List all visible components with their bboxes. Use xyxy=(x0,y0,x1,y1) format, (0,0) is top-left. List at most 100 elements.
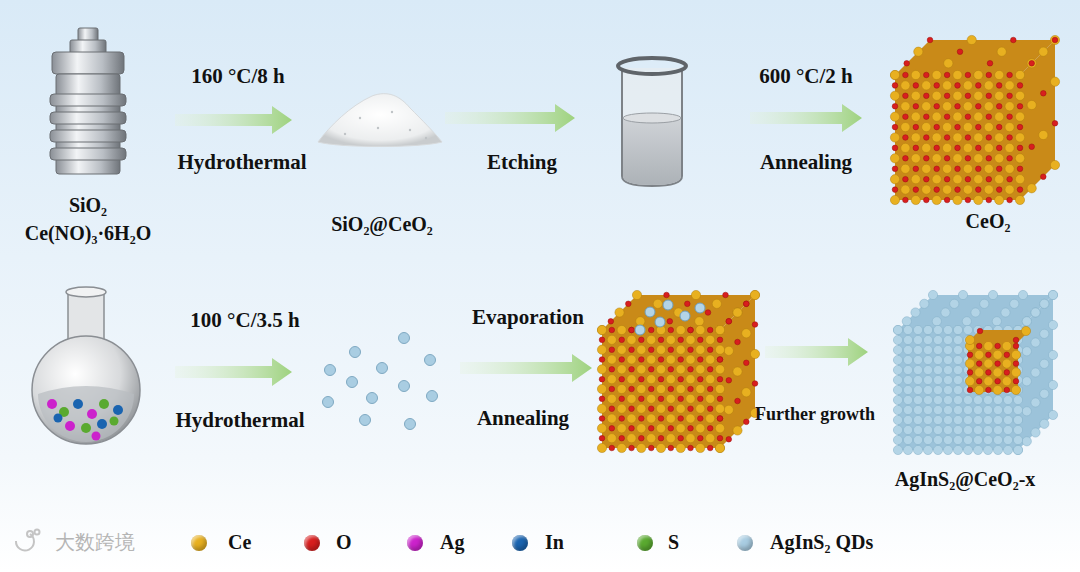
atom-dot xyxy=(742,329,751,338)
atom-dot xyxy=(666,394,675,403)
atom-dot xyxy=(696,424,705,433)
atom-dot xyxy=(923,395,932,404)
atom-dot xyxy=(1003,415,1012,424)
atom-dot xyxy=(637,345,646,354)
atom-dot xyxy=(890,70,899,79)
legend-swatch xyxy=(637,535,653,551)
atom-dot xyxy=(707,327,713,333)
atom-dot xyxy=(656,345,665,354)
atom-dot xyxy=(933,345,942,354)
atom-dot xyxy=(696,365,705,374)
atom-dot xyxy=(647,375,656,384)
atom-dot xyxy=(1013,405,1022,414)
atom-dot xyxy=(963,81,972,90)
atom-dot xyxy=(597,345,606,354)
atom-dot xyxy=(923,345,932,354)
atom-dot xyxy=(943,435,952,444)
legend-text: AgInS₂ QDs xyxy=(770,531,873,554)
atom-dot xyxy=(1039,130,1048,139)
atom-dot xyxy=(1007,93,1013,99)
atom-dot xyxy=(724,346,733,355)
atom-dot xyxy=(955,145,961,151)
atom-dot xyxy=(984,123,993,132)
atom-dot xyxy=(974,70,983,79)
atom-dot xyxy=(890,91,899,100)
atom-dot xyxy=(904,61,910,67)
atom-dot xyxy=(976,187,982,193)
atom-dot xyxy=(696,325,705,334)
atom-dot xyxy=(963,435,972,444)
atom-dot xyxy=(943,375,952,384)
atom-dot xyxy=(997,47,1006,56)
atom-dot xyxy=(953,325,962,334)
atom-dot xyxy=(733,308,742,317)
atom-dot xyxy=(963,325,972,334)
atom-dot xyxy=(901,123,910,132)
atom-dot xyxy=(953,325,962,334)
atom-dot xyxy=(983,415,992,424)
atom-dot xyxy=(686,394,695,403)
atom-dot xyxy=(1011,368,1020,377)
atom-dot xyxy=(752,322,758,328)
atom-dot xyxy=(752,381,758,387)
atom-dot xyxy=(1031,368,1040,377)
atom-dot xyxy=(963,143,972,152)
atom-dot xyxy=(1017,145,1023,151)
atom-dot xyxy=(1018,290,1027,299)
atom-dot xyxy=(984,185,993,194)
condition-text: 600 °C/2 h xyxy=(759,64,853,88)
atom-dot xyxy=(688,327,694,333)
atom-dot xyxy=(1002,359,1011,368)
atom-dot xyxy=(715,424,724,433)
atom-dot xyxy=(955,187,961,193)
atom-dot xyxy=(726,378,732,384)
atom-dot xyxy=(688,347,694,353)
atom-dot xyxy=(923,335,932,344)
atom-dot xyxy=(913,405,922,414)
atom-dot xyxy=(983,445,992,454)
product-name: CeO₂ xyxy=(966,210,1011,233)
atom-dot xyxy=(607,414,616,423)
atom-dot xyxy=(647,414,656,423)
atom-dot xyxy=(676,443,685,452)
atom-dot xyxy=(922,81,931,90)
atom-dot xyxy=(619,337,625,343)
cube-part xyxy=(602,330,720,448)
atom-dot xyxy=(986,197,992,203)
atom-dot xyxy=(1022,377,1031,386)
atom-dot xyxy=(724,405,733,414)
atom-dot xyxy=(1007,176,1013,182)
atom-dot xyxy=(965,135,971,141)
atom-dot xyxy=(953,133,962,142)
atom-dot xyxy=(1017,104,1023,110)
atom-dot xyxy=(678,337,684,343)
atom-dot xyxy=(615,308,624,317)
atom-dot xyxy=(996,124,1002,130)
atom-dot xyxy=(933,435,942,444)
atom-dot xyxy=(656,404,665,413)
atom-dot xyxy=(1010,299,1019,308)
atom-dot xyxy=(943,325,952,334)
atom-dot xyxy=(965,176,971,182)
atom-dot xyxy=(696,345,705,354)
atom-dot xyxy=(944,114,950,120)
atom-dot xyxy=(933,445,942,454)
atom-dot xyxy=(599,357,605,363)
atom-dot xyxy=(726,437,732,443)
atom-dot xyxy=(893,335,902,344)
atom-dot xyxy=(933,425,942,434)
atom-dot xyxy=(941,308,950,317)
atom-dot xyxy=(913,415,922,424)
cube-part xyxy=(1018,295,1053,450)
atom-dot xyxy=(903,135,909,141)
atom-dot xyxy=(943,445,952,454)
atom-dot xyxy=(995,361,1001,367)
atom-dot xyxy=(609,386,615,392)
atom-dot xyxy=(893,425,902,434)
atom-dot xyxy=(953,435,962,444)
legend-swatch xyxy=(304,535,320,551)
atom-dot xyxy=(927,37,933,43)
atom-dot xyxy=(913,83,919,89)
atom-dot xyxy=(1031,398,1040,407)
process-name: Hydrothermal xyxy=(177,150,306,174)
